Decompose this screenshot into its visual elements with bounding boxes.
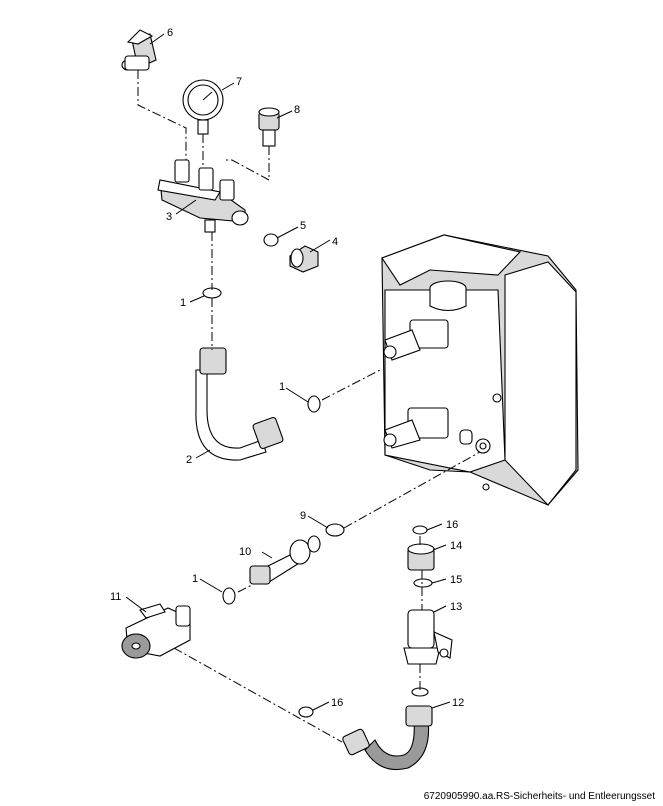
callout-10: 10 <box>239 546 251 558</box>
callout-labels: 6 7 8 3 5 4 1 1 2 9 10 1 11 16 14 15 13 … <box>110 27 464 709</box>
seal-ring-part-1-lower <box>222 587 236 605</box>
callout-8: 8 <box>294 104 300 116</box>
callout-3: 3 <box>166 211 172 223</box>
callout-16-upper: 16 <box>446 519 458 531</box>
callout-5: 5 <box>300 220 306 232</box>
assembly-lines <box>137 70 481 743</box>
leader-lines <box>125 33 451 711</box>
seal-ring-part-16-upper <box>412 525 428 535</box>
seal-ring-part-5 <box>263 233 279 247</box>
callout-9: 9 <box>300 510 306 522</box>
callout-1-lower: 1 <box>192 573 198 585</box>
bent-pipe-part-2 <box>195 347 284 461</box>
flex-hose-part-12 <box>342 705 433 771</box>
callout-1-upper: 1 <box>180 297 186 309</box>
callout-15: 15 <box>450 574 462 586</box>
callout-1-middle: 1 <box>279 381 285 393</box>
seal-ring-part-16-lower <box>298 706 314 718</box>
valve-part-13 <box>403 609 453 665</box>
callout-16-lower: 16 <box>331 697 343 709</box>
boiler-housing <box>381 234 579 506</box>
pressure-gauge-part-7 <box>182 79 224 135</box>
figure-caption: 6720905990.aa.RS-Sicherheits- und Entlee… <box>423 791 655 802</box>
callout-13: 13 <box>450 601 462 613</box>
seal-ring-part-1-middle <box>307 395 321 413</box>
callout-11: 11 <box>110 591 121 603</box>
callout-14: 14 <box>450 540 462 552</box>
callout-2: 2 <box>186 454 192 466</box>
manifold-part-3 <box>157 159 249 233</box>
nut-part-14 <box>407 543 435 571</box>
safety-valve-part-6 <box>121 29 157 71</box>
air-vent-part-8 <box>258 107 280 147</box>
callout-12: 12 <box>452 697 464 709</box>
connector-part-10 <box>249 535 321 585</box>
drain-cock-part-11 <box>121 603 191 659</box>
callout-6: 6 <box>167 27 173 39</box>
callout-7: 7 <box>236 76 242 88</box>
gasket-part-15 <box>413 578 433 588</box>
callout-4: 4 <box>332 236 338 248</box>
cap-nut-part-4 <box>289 245 319 273</box>
gasket-part-9 <box>325 523 345 537</box>
